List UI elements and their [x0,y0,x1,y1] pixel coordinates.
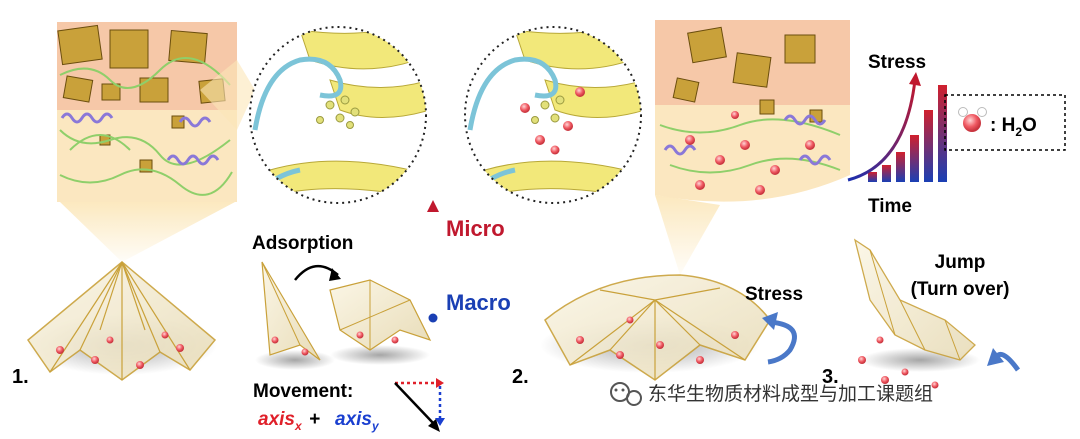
axis-x-subscript: x [294,419,303,433]
movement-label: Movement: [253,381,353,402]
zoom-cone-circle [200,60,255,130]
stress-bars-chart [847,72,947,182]
stress-bar-3 [896,152,905,182]
stress-bar-1 [868,172,877,182]
micro-macro-arrow [427,200,439,323]
jump-rotation-arrow [987,348,1021,372]
axis-y-label: axis [335,409,372,430]
arrow-head [329,268,341,281]
adsorption-label: Adsorption [252,233,353,254]
axis-expression: axis x + axis y [258,409,380,433]
panel-label-3: 3. [822,366,839,388]
plus-sign: + [304,409,326,430]
water-legend: : H2O [944,94,1066,151]
stress-chart-label: Stress [868,52,926,73]
panel-label-2: 2. [512,366,529,388]
zoom-cone-1 [60,202,235,262]
microstructure-box-left [57,22,237,202]
axis-y-subscript: y [371,419,380,433]
folded-structure-3 [853,238,980,389]
stress-trend-arrowhead [909,72,921,86]
chemistry-logo-icon [610,382,642,406]
protein-circle-dry [249,26,427,204]
macro-label: Macro [446,290,511,315]
folded-structure-2 [540,274,771,381]
stress-trend-arrow [847,79,917,182]
stress-rotation-arrow [762,312,797,365]
stress-bar-4 [910,135,919,182]
stress-bar-5 [924,110,933,182]
protein-circle-hydrated [464,26,642,204]
folded-piece-left [255,261,335,370]
zoom-cone-2 [655,195,720,275]
axis-x-label: axis [258,409,295,430]
watermark-text: 东华生物质材料成型与加工课题组 [648,383,933,405]
stress-bar-6 [938,85,947,182]
stress-label: Stress [745,284,803,305]
microstructure-fan-right [655,20,850,202]
panel-label-1: 1. [12,366,29,388]
micro-label: Micro [446,216,505,241]
watermark: 东华生物质材料成型与加工课题组 [610,382,933,406]
water-legend-label: : H2O [990,115,1037,139]
stress-bar-2 [882,165,891,182]
folded-structure-1 [26,261,217,381]
folded-piece-right [329,279,432,365]
time-label: Time [868,196,912,217]
jump-label-line1: Jump [935,252,986,273]
water-molecule-icon [958,107,987,132]
jump-label-line2: (Turn over) [911,279,1010,300]
movement-vector-icon [394,378,445,432]
